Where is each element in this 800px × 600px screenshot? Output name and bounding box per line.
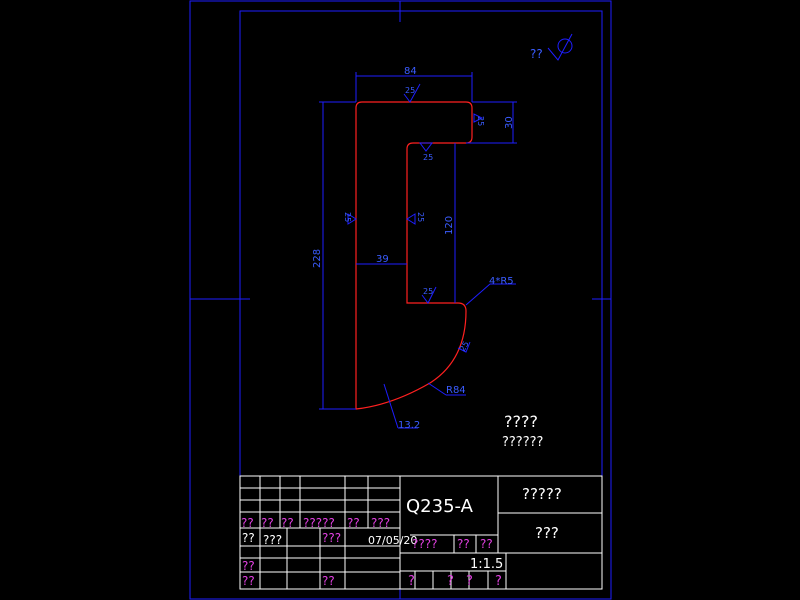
rough-top: 25 — [405, 86, 415, 95]
dimension-lines — [319, 72, 517, 429]
notes-line1: ???? — [504, 412, 538, 431]
dim-total-height: 228 — [312, 249, 323, 268]
rough-right: 25 — [476, 116, 485, 126]
svg-text:???: ??? — [263, 533, 282, 547]
row2-labels: ?? ??? ??? ???? ?? ?? — [242, 531, 493, 551]
svg-text:??: ?? — [480, 537, 493, 551]
svg-text:?: ? — [466, 574, 473, 589]
date-text: 07/05/20 — [368, 534, 417, 547]
rough-left: 25 — [343, 212, 352, 222]
dim-corner-radius: 4*R5 — [489, 276, 514, 287]
dim-end-length: 13.2 — [398, 420, 420, 431]
svg-text:??: ?? — [242, 531, 255, 545]
dim-top-width: 84 — [404, 66, 417, 77]
scale-text: 1:1.5 — [470, 557, 503, 572]
dim-arc-radius: R84 — [446, 385, 466, 396]
dimension-texts: 84 30 228 39 120 4*R5 R84 13.2 25 25 25 … — [312, 47, 543, 431]
rough-inner-top: 25 — [423, 153, 433, 162]
part-outline — [355, 101, 473, 410]
svg-text:??: ?? — [281, 516, 294, 530]
dim-inner-height: 120 — [444, 216, 455, 235]
svg-text:??: ?? — [241, 516, 254, 530]
rough-arc: 25 — [458, 340, 471, 353]
row4-labels: ?? ?? — [242, 574, 335, 588]
row1-labels: ?? ?? ?? ????? ?? ??? — [241, 516, 390, 530]
svg-text:????: ???? — [412, 537, 437, 551]
svg-text:??: ?? — [261, 516, 274, 530]
drawing-number-text: ??? — [535, 524, 559, 542]
rough-inner-bottom: 25 — [423, 287, 433, 296]
svg-text:??: ?? — [242, 574, 255, 588]
svg-text:??: ?? — [242, 559, 255, 573]
notes-line2: ?????? — [502, 435, 543, 450]
bottom-marks: ? ? ? ? — [408, 574, 502, 589]
svg-text:??: ?? — [347, 516, 360, 530]
dim-inner-width: 39 — [376, 254, 389, 265]
roughness-symbols — [347, 33, 573, 353]
part-name-text: ????? — [522, 485, 562, 503]
title-block — [239, 475, 603, 590]
svg-text:??: ?? — [322, 574, 335, 588]
svg-text:???: ??? — [371, 516, 390, 530]
rough-inner-left: 25 — [416, 212, 425, 222]
material-text: Q235-A — [406, 496, 474, 517]
row3-labels: ?? — [242, 559, 255, 573]
svg-text:?: ? — [447, 574, 454, 589]
svg-text:??: ?? — [457, 537, 470, 551]
rough-note: ?? — [530, 47, 543, 61]
dim-right-height: 30 — [504, 116, 515, 129]
svg-text:?????: ????? — [303, 516, 335, 530]
svg-text:?: ? — [495, 574, 502, 589]
svg-text:?: ? — [408, 574, 415, 589]
svg-text:???: ??? — [322, 531, 341, 545]
